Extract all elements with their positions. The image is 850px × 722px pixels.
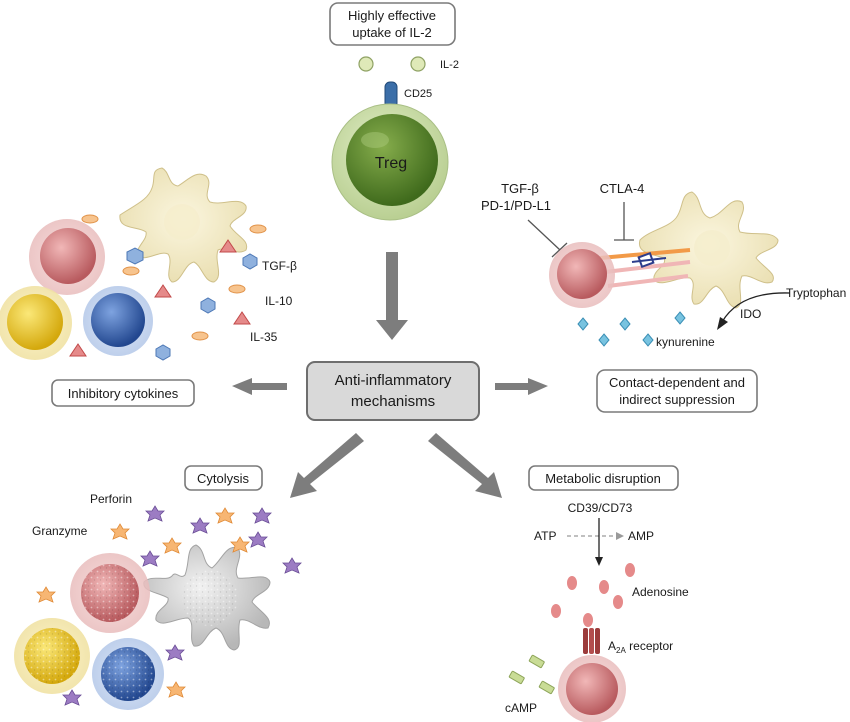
a2a-receptor-label: A2A receptor <box>608 639 673 655</box>
top-box: Highly effective uptake of IL-2 <box>329 2 456 46</box>
contact-label-pd: PD-1/PD-L1 <box>481 198 551 213</box>
red-cell-right <box>549 242 615 308</box>
ido-label: IDO <box>740 307 761 321</box>
perforin-particles <box>62 505 302 706</box>
dendritic-cell-right <box>638 191 779 309</box>
contact-suppression-box: Contact-dependent and indirect suppressi… <box>596 369 758 413</box>
center-box-line2: mechanisms <box>351 393 435 410</box>
inhibitory-box-label: Inhibitory cytokines <box>68 386 179 401</box>
ido-arrow <box>717 292 791 330</box>
amp-label: AMP <box>628 529 654 543</box>
red-cell-metabolic <box>558 655 626 722</box>
arrow-down <box>376 252 408 340</box>
contact-label-ctla: CTLA-4 <box>600 181 645 196</box>
contact-label-tgf: TGF-β <box>501 181 539 196</box>
inhibition-lines <box>527 202 634 258</box>
red-cell-left <box>29 219 105 295</box>
camp-label: cAMP <box>505 701 537 715</box>
contact-box-line2: indirect suppression <box>619 392 735 407</box>
atp-amp-conversion <box>567 518 624 566</box>
a2a-receptor <box>583 628 600 654</box>
arrow-right <box>495 378 548 395</box>
yellow-cell-cytolysis <box>14 618 90 694</box>
blue-cell-cytolysis <box>92 638 164 710</box>
contact-box-line1: Contact-dependent and <box>609 375 745 390</box>
cytokine-label-tgf: TGF-β <box>262 259 297 273</box>
perforin-label: Perforin <box>90 492 132 506</box>
il2-molecules <box>358 56 426 72</box>
arrow-left <box>232 378 287 395</box>
cd25-label: CD25 <box>404 88 432 100</box>
treg-cell <box>331 103 449 221</box>
top-box-line2: uptake of IL-2 <box>352 25 432 40</box>
inhibitory-cytokines-box: Inhibitory cytokines <box>51 379 195 407</box>
tryptophan-label: Tryptophan <box>786 286 846 300</box>
contact-bonds <box>599 248 691 288</box>
cytokine-label-il35: IL-35 <box>250 330 278 344</box>
granzyme-particles <box>36 507 250 698</box>
top-box-line1: Highly effective <box>348 8 436 23</box>
blue-cell-left <box>83 286 153 356</box>
metabolic-box: Metabolic disruption <box>528 465 679 491</box>
cytolysis-box-label: Cytolysis <box>197 471 250 486</box>
cytolysis-box: Cytolysis <box>184 465 263 491</box>
arrow-down-left <box>290 433 364 498</box>
atp-label: ATP <box>534 529 556 543</box>
adenosine-particles <box>551 563 635 627</box>
il2-label: IL-2 <box>440 59 459 71</box>
cd39-label: CD39/CD73 <box>568 501 633 515</box>
center-box-line1: Anti-inflammatory <box>335 372 452 389</box>
metabolic-box-label: Metabolic disruption <box>545 471 661 486</box>
center-box: Anti-inflammatory mechanisms <box>306 361 480 421</box>
kynurenine-label: kynurenine <box>656 335 715 349</box>
camp-particles <box>508 654 555 695</box>
granzyme-label: Granzyme <box>32 524 88 538</box>
treg-label: Treg <box>375 155 407 172</box>
cytokine-label-il10: IL-10 <box>265 294 293 308</box>
grey-killer-cell <box>143 544 271 651</box>
cytokine-particles <box>69 214 267 361</box>
arrow-down-right <box>428 433 502 498</box>
yellow-cell-left <box>0 286 72 360</box>
kynurenine-particles <box>577 311 686 347</box>
red-cell-cytolysis <box>70 553 150 633</box>
adenosine-label: Adenosine <box>632 585 689 599</box>
dendritic-cell-left <box>119 167 248 283</box>
